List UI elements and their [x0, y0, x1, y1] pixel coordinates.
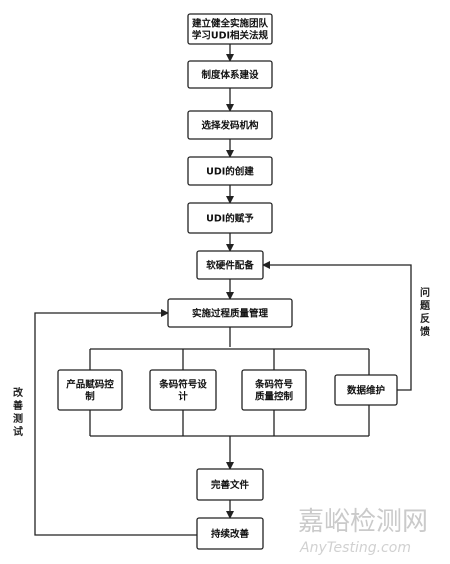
node-label: 建立健全实施团队 — [191, 18, 269, 30]
node-box — [167, 298, 293, 328]
node-box — [149, 369, 217, 411]
node-label: 完善文件 — [211, 479, 250, 491]
watermark: 嘉峪检测网 AnyTesting.com — [298, 507, 428, 556]
node-label: 质量控制 — [255, 391, 294, 403]
node-label: 计 — [178, 391, 188, 403]
feedback-label: 问题反馈 — [419, 286, 431, 338]
node-label: 产品赋码控 — [66, 379, 114, 391]
node-box — [334, 374, 398, 406]
node-improve: 持续改善 — [196, 517, 264, 550]
improve-test-label: 改善测试 — [13, 386, 24, 438]
node-label: UDI的创建 — [206, 166, 254, 178]
node-box — [57, 369, 123, 411]
node-label: 制度体系建设 — [201, 69, 259, 81]
flow-connectors — [34, 44, 412, 536]
node-docs: 完善文件 — [196, 468, 264, 501]
node-label: 条码符号 — [254, 379, 294, 391]
node-agency: 选择发码机构 — [187, 110, 273, 140]
node-label: 数据维护 — [346, 385, 385, 397]
node-label: 制 — [85, 391, 95, 403]
node-box — [196, 517, 264, 550]
node-system: 制度体系建设 — [187, 60, 273, 89]
node-label: 实施过程质量管理 — [192, 308, 269, 320]
watermark-cn: 嘉峪检测网 — [298, 507, 428, 537]
node-box — [196, 250, 264, 280]
node-box — [187, 110, 273, 140]
node-label: 条码符号设 — [158, 379, 207, 391]
node-label: 学习UDI相关法规 — [192, 30, 269, 42]
node-software: 软硬件配备 — [196, 250, 264, 280]
node-box — [241, 369, 307, 411]
node-data: 数据维护 — [334, 374, 398, 406]
node-quality: 实施过程质量管理 — [167, 298, 293, 328]
node-label: 软硬件配备 — [206, 260, 254, 272]
node-label: 选择发码机构 — [201, 120, 259, 132]
node-box — [187, 202, 273, 234]
node-label: 持续改善 — [211, 528, 250, 540]
node-assign: UDI的赋予 — [187, 202, 273, 234]
watermark-en: AnyTesting.com — [299, 540, 411, 556]
node-label: UDI的赋予 — [206, 213, 254, 225]
node-box — [187, 13, 273, 45]
node-box — [196, 468, 264, 501]
node-create: UDI的创建 — [187, 156, 273, 186]
node-box — [187, 60, 273, 89]
node-box — [187, 156, 273, 186]
